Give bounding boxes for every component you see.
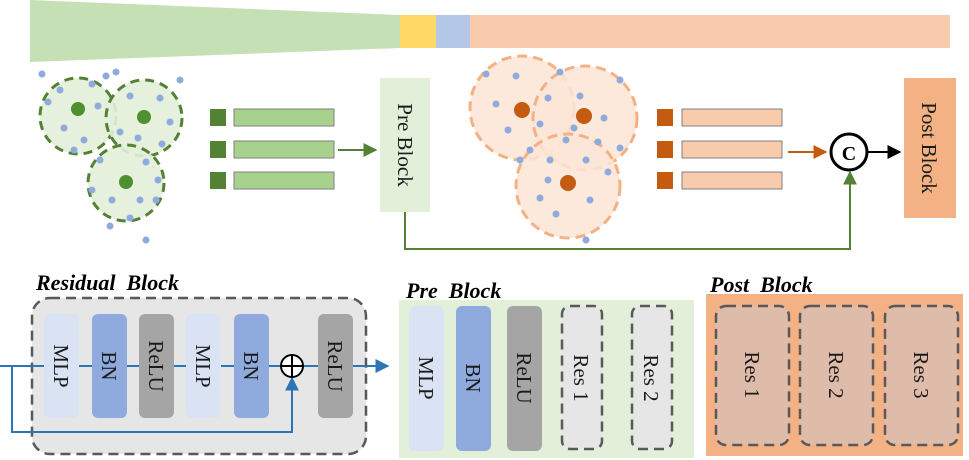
orange-feature-square (657, 109, 673, 126)
green-scatter-points (38, 68, 184, 244)
pre-layer-box (409, 306, 444, 451)
orange-center-point (514, 102, 530, 118)
orange-scatter-points (482, 68, 624, 244)
green-center-point (119, 175, 133, 189)
green-center-point (71, 102, 85, 116)
post-res-label: Res 1 (740, 351, 764, 398)
orange-feature-bar (681, 171, 783, 190)
pre-res-label: Res 2 (639, 354, 663, 401)
post-res-label: Res 3 (909, 351, 933, 398)
yellow-band (400, 15, 436, 48)
residual-layer-label: ReLU (323, 340, 347, 391)
add-node (280, 354, 304, 378)
residual-layer-box (318, 314, 353, 418)
orange-feature-square (657, 172, 673, 189)
orange-center-point (560, 175, 576, 191)
pre-block-top-label: Pre Block (393, 103, 417, 187)
pre-res-box (560, 304, 604, 451)
green-feature-bar (233, 171, 335, 190)
green-center-point (137, 110, 151, 124)
pre-layer-label: BN (461, 363, 485, 392)
green-feature-bar (233, 140, 335, 159)
orange-feature-rows (657, 108, 783, 190)
residual-layer-label: BN (239, 351, 263, 380)
residual-layer-box (139, 314, 174, 418)
top-band (30, 0, 950, 62)
residual-skip-line (11, 366, 299, 433)
pre-block-title: Pre Block (405, 278, 501, 303)
post-res-label: Res 2 (824, 351, 848, 398)
pre-layer-box (507, 306, 542, 451)
orange-point-clusters (468, 54, 639, 244)
residual-layer-box (44, 314, 79, 418)
residual-layers: MLP BN ReLU MLP BN ReLU (44, 314, 353, 418)
orange-feature-square (657, 141, 673, 158)
green-feature-rows (210, 108, 335, 190)
blue-band (436, 15, 470, 48)
post-res-box (798, 304, 875, 447)
green-feature-square (210, 172, 226, 189)
orange-feature-bar (681, 140, 783, 159)
pre-layer-box (456, 306, 491, 451)
green-feature-bar (233, 108, 335, 127)
post-res-box (714, 304, 791, 447)
orange-center-point (576, 108, 592, 124)
residual-layer-label: BN (97, 351, 121, 380)
residual-layer-label: MLP (191, 344, 215, 387)
green-cone (30, 0, 400, 62)
pre-block-layers: MLP BN ReLU Res 1 Res 2 (409, 304, 674, 451)
residual-layer-box (234, 314, 269, 418)
pre-res-label: Res 1 (569, 354, 593, 401)
post-res-box (883, 304, 960, 447)
green-feature-square (210, 109, 226, 126)
residual-layer-label: MLP (49, 344, 73, 387)
pre-layer-label: MLP (414, 356, 438, 399)
post-block-title: Post Block (709, 272, 813, 297)
pre-block-skip-line (404, 170, 857, 250)
post-block-top-box (904, 78, 956, 218)
post-block-res: Res 1 Res 2 Res 3 (714, 304, 960, 447)
orange-band (470, 15, 950, 48)
orange-feature-bar (681, 108, 783, 127)
residual-block-title: Residual Block (35, 270, 179, 295)
pre-layer-label: ReLU (512, 352, 536, 403)
green-feature-square (210, 141, 226, 158)
residual-layer-box (186, 314, 221, 418)
residual-layer-box (92, 314, 127, 418)
green-point-clusters (38, 68, 184, 244)
pre-block-top-box (380, 78, 430, 212)
concat-node: C (829, 132, 869, 172)
concat-symbol: C (842, 143, 856, 165)
residual-layer-label: ReLU (144, 340, 168, 391)
pre-res-box (630, 304, 674, 451)
post-block-top-label: Post Block (917, 102, 941, 194)
